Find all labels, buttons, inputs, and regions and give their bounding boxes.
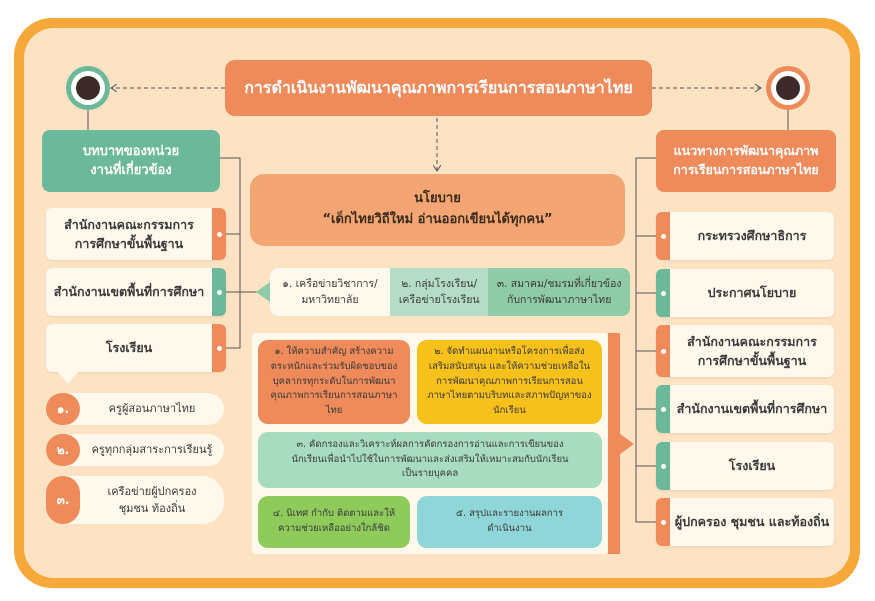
step-text: ๒. จัดทำแผนงานหรือโครงการเพื่อส่งเสริมสน… [427, 346, 592, 417]
right-item-tab [656, 212, 670, 260]
right-item-tab [656, 498, 670, 546]
right-item-tab [656, 325, 670, 377]
steps-arrow-icon [620, 434, 634, 454]
left-item-obec: สำนักงานคณะกรรมการการศึกษาขั้นพื้นฐาน [46, 208, 226, 260]
right-item-tab [656, 269, 670, 317]
role-label: ครูผู้สอนภาษาไทย [108, 402, 196, 416]
role-label: เครือข่ายผู้ปกครอง ชุมชน ท้องถิ่น [107, 484, 197, 515]
policy-heading: นโยบาย [414, 191, 461, 207]
right-item-label: ผู้ปกครอง ชุมชน และท้องถิ่น [674, 514, 830, 530]
network-label: ๑. เครือข่ายวิชาการ/มหาวิทยาลัย [282, 277, 378, 306]
left-item-label: สำนักงานคณะกรรมการการศึกษาขั้นพื้นฐาน [64, 216, 194, 251]
right-header: แนวทางการพัฒนาคุณภาพการเรียนการสอนภาษาไท… [656, 130, 836, 192]
left-node-icon [66, 66, 110, 110]
right-item-policy: ประกาศนโยบาย [656, 269, 834, 317]
left-item-tab [212, 208, 226, 260]
role-number: ๑. [46, 393, 80, 425]
right-item-label: สำนักงานคณะกรรมการการศึกษาขั้นพื้นฐาน [687, 333, 817, 368]
steps-side-bar [608, 333, 620, 554]
step-2: ๒. จัดทำแผนงานหรือโครงการเพื่อส่งเสริมสน… [417, 340, 602, 424]
policy-box: นโยบาย “เด็กไทยวิถีใหม่ อ่านออกเขียนได้ท… [250, 174, 625, 246]
role-label: ครูทุกกลุ่มสาระการเรียนรู้ [91, 443, 213, 457]
right-item-moe: กระทรวงศึกษาธิการ [656, 212, 834, 260]
right-node-icon [766, 66, 810, 110]
school-role-1: ๑. ครูผู้สอนภาษาไทย [46, 393, 224, 425]
step-text: ๓. คัดกรองและวิเคราะห์ผลการคัดกรองการอ่า… [291, 438, 569, 480]
role-number: ๓. [46, 476, 80, 524]
step-text: ๕. สรุปและรายงานผลการดำเนินงาน [455, 508, 564, 534]
network-item-2: ๒. กลุ่มโรงเรียน/เครือข่ายโรงเรียน [390, 268, 489, 316]
right-item-school: โรงเรียน [656, 442, 834, 490]
step-5: ๕. สรุปและรายงานผลการดำเนินงาน [417, 496, 602, 548]
left-item-esa: สำนักงานเขตพื้นที่การศึกษา [46, 268, 226, 316]
step-text: ๑. ให้ความสำคัญ สร้างความตระหนักและร่วมร… [270, 346, 398, 417]
right-item-label: ประกาศนโยบาย [707, 285, 797, 301]
right-item-esa: สำนักงานเขตพื้นที่การศึกษา [656, 385, 834, 433]
left-header: บทบาทของหน่วยงานที่เกี่ยวข้อง [42, 130, 220, 192]
step-3: ๓. คัดกรองและวิเคราะห์ผลการคัดกรองการอ่า… [258, 432, 602, 488]
school-role-2: ๒. ครูทุกกลุ่มสาระการเรียนรู้ [46, 434, 224, 466]
networks-bar: ๑. เครือข่ายวิชาการ/มหาวิทยาลัย ๒. กลุ่ม… [270, 268, 630, 316]
network-label: ๒. กลุ่มโรงเรียน/เครือข่ายโรงเรียน [398, 277, 480, 306]
left-item-tab [212, 268, 226, 316]
left-item-tab [212, 324, 226, 372]
left-header-text: บทบาทของหน่วยงานที่เกี่ยวข้อง [82, 143, 180, 179]
network-item-1: ๑. เครือข่ายวิชาการ/มหาวิทยาลัย [270, 268, 390, 316]
right-item-community: ผู้ปกครอง ชุมชน และท้องถิ่น [656, 498, 834, 546]
step-4: ๔. นิเทศ กำกับ ติดตามและให้ความช่วยเหลือ… [258, 496, 410, 548]
right-item-label: สำนักงานเขตพื้นที่การศึกษา [676, 401, 828, 417]
right-item-label: กระทรวงศึกษาธิการ [697, 228, 807, 244]
networks-arrow-icon [256, 282, 270, 302]
page-title-text: การดำเนินงานพัฒนาคุณภาพการเรียนการสอนภาษ… [244, 77, 633, 97]
speech-tail [58, 372, 78, 384]
left-item-label: โรงเรียน [105, 340, 153, 356]
step-text: ๔. นิเทศ กำกับ ติดตามและให้ความช่วยเหลือ… [272, 508, 396, 534]
right-item-label: โรงเรียน [728, 458, 776, 474]
role-number: ๒. [46, 434, 80, 466]
left-item-label: สำนักงานเขตพื้นที่การศึกษา [53, 284, 205, 300]
step-1: ๑. ให้ความสำคัญ สร้างความตระหนักและร่วมร… [258, 340, 410, 424]
left-item-school: โรงเรียน [46, 324, 226, 372]
policy-text: “เด็กไทยวิถีใหม่ อ่านออกเขียนได้ทุกคน” [322, 212, 553, 227]
right-item-obec: สำนักงานคณะกรรมการการศึกษาขั้นพื้นฐาน [656, 325, 834, 377]
network-label: ๓. สมาคม/ชมรมที่เกี่ยวข้องกับการพัฒนาภาษ… [496, 277, 622, 306]
network-item-3: ๓. สมาคม/ชมรมที่เกี่ยวข้องกับการพัฒนาภาษ… [488, 268, 630, 316]
page-title: การดำเนินงานพัฒนาคุณภาพการเรียนการสอนภาษ… [225, 60, 652, 116]
right-item-tab [656, 442, 670, 490]
school-role-3: ๓. เครือข่ายผู้ปกครอง ชุมชน ท้องถิ่น [46, 476, 224, 524]
right-item-tab [656, 385, 670, 433]
right-header-text: แนวทางการพัฒนาคุณภาพการเรียนการสอนภาษาไท… [673, 143, 819, 177]
